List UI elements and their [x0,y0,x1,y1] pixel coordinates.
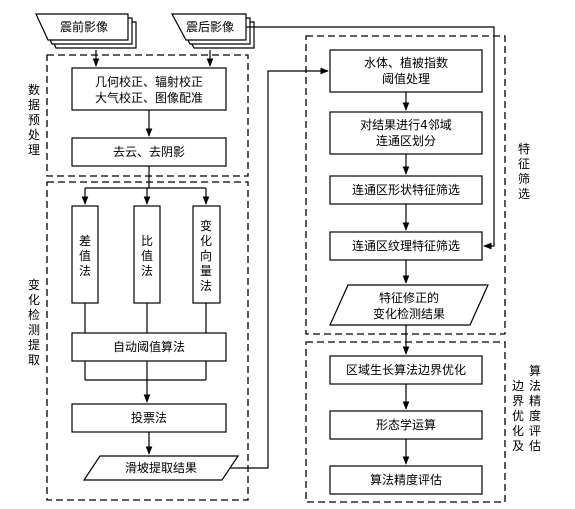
corrected-result-label-line2: 变化检测结果 [373,306,445,321]
cloud-shadow-removal-label: 去云、去阴影 [113,145,185,159]
correction-label-line2: 大气校正、图像配准 [95,90,203,105]
boundary-title-col1-char: 边 [512,379,524,393]
pre-earthquake-image-label: 震前影像 [60,19,108,34]
corrected-result-node [329,284,489,326]
preprocess-title-char: 处 [28,128,40,142]
feature-filter-title: 特 征 筛 选 [518,141,530,201]
ratio-method-char-2: 法 [141,264,153,278]
change-detection-group-frame [46,181,249,501]
pre-earthquake-image-node: 震前影像 [35,13,137,49]
post-earthquake-image-node: 震后影像 [170,13,255,49]
post-earthquake-image-label: 震后影像 [186,20,234,34]
difference-method-char-0: 差 [79,234,91,248]
boundary-title-col2-char: 法 [529,379,541,393]
change-vector-method-char-0: 变 [200,218,212,233]
connected-region-label-line2: 连通区划分 [376,133,436,148]
boundary-title-col1-char: 优 [512,409,524,423]
accuracy-evaluation-box [329,465,483,495]
boundary-title-col2-char: 度 [529,408,541,423]
texture-filter-label: 连通区纹理特征筛选 [352,238,460,253]
boundary-title-col1-char: 界 [512,394,524,408]
connected-region-label-line1: 对结果进行4邻域 [360,118,452,132]
corrected-result-label-line1: 特征修正的 [379,290,439,305]
index-threshold-label-line2: 阈值处理 [382,71,430,86]
boundary-title-col2-char: 估 [529,439,541,453]
connectors [81,26,495,469]
auto-threshold-label: 自动阈值算法 [113,339,185,354]
morphology-box [329,410,483,440]
feature-filter-title-char: 特 [518,141,530,156]
preprocess-group-frame [46,54,249,177]
change-vector-method-char-2: 向 [200,248,212,263]
correction-box [71,67,227,111]
preprocess-title-char: 理 [28,143,40,157]
voting-label: 投票法 [131,410,167,425]
change-vector-method-char-1: 化 [200,234,212,248]
shape-filter-box [329,175,483,205]
change-detection-title-char: 化 [28,293,40,307]
post-image-to-texture-arrow [246,26,495,250]
change-vector-method-char-3: 量 [200,264,212,278]
cloud-shadow-removal-box [71,137,227,167]
preprocess-title-char: 数 [28,82,40,97]
change-detection-title-char: 检 [28,307,40,322]
correction-label-line1: 几何校正、辐射校正 [95,74,203,89]
ratio-method-box [133,205,161,304]
difference-method-char-1: 值 [79,248,91,263]
boundary-title-col1-char: 及 [512,439,524,453]
accuracy-evaluation-label: 算法精度评估 [370,472,442,487]
texture-filter-box [329,231,483,261]
boundary-title-col2-char: 算 [529,363,541,378]
preprocess-title: 数 据 预 处 理 [28,82,40,157]
index-threshold-label-line1: 水体、植被指数 [364,55,448,70]
preprocess-title-char: 据 [28,98,40,112]
landslide-result-label: 滑坡提取结果 [125,460,197,475]
change-detection-title-char: 测 [28,323,40,337]
boundary-title-col2-char: 评 [529,424,541,438]
change-vector-method-char-4: 法 [200,279,212,293]
boundary-optimization-title: 边 界 优 化 及 算 法 精 度 评 估 [512,363,541,453]
change-detection-title-char: 变 [28,277,40,292]
voting-box [71,403,227,433]
auto-threshold-box [71,332,227,362]
feature-filter-title-char: 选 [518,187,530,201]
change-detection-title-char: 提 [28,337,40,352]
landslide-result-node [82,455,240,481]
change-vector-method-box [192,205,221,304]
feature-filter-title-char: 筛 [518,171,530,186]
result-to-index-threshold-arrow [230,67,329,469]
region-growing-box [329,355,483,385]
ratio-method-char-1: 值 [141,248,153,263]
boundary-title-col1-char: 化 [512,424,524,438]
change-detection-title: 变 化 检 测 提 取 [28,277,40,367]
preprocess-title-char: 预 [28,113,40,127]
change-detection-title-char: 取 [28,353,40,367]
difference-method-char-2: 法 [79,264,91,278]
morphology-label: 形态学运算 [376,417,436,432]
region-growing-label: 区域生长算法边界优化 [346,362,466,377]
boundary-title-col2-char: 精 [529,394,541,408]
shape-filter-label: 连通区形状特征筛选 [352,182,460,197]
feature-filter-title-char: 征 [518,157,530,171]
ratio-method-char-0: 比 [141,234,153,248]
